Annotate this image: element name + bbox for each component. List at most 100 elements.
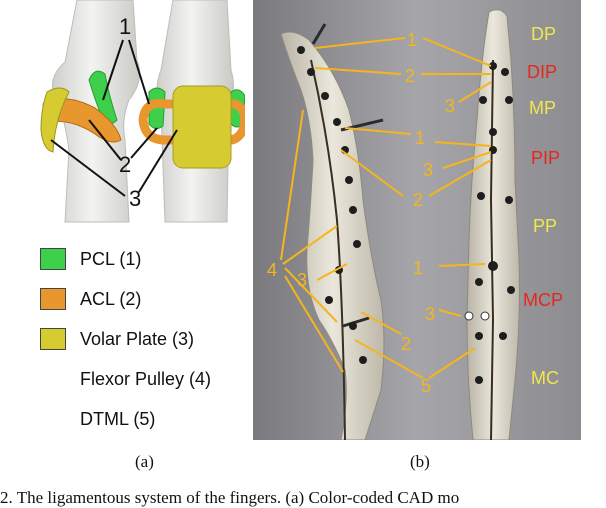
arrow-2c: [360, 311, 402, 335]
arrow-1c: [438, 263, 486, 267]
volar-plate-left: [40, 87, 70, 153]
leader-3a: [50, 139, 126, 197]
bolt: [507, 286, 515, 294]
bolt: [479, 96, 487, 104]
annotation-3: 3: [297, 270, 307, 290]
acl-swatch: [40, 288, 66, 310]
segment-label-mp: MP: [529, 98, 556, 118]
annotation-1: 1: [407, 30, 417, 50]
segment-label-pip: PIP: [531, 148, 560, 168]
callout-1: 1: [119, 14, 131, 39]
annotation-1: 1: [415, 128, 425, 148]
bolt: [488, 261, 498, 271]
arrow-4a: [280, 109, 304, 261]
bolt: [475, 278, 483, 286]
annotation-1: 1: [413, 258, 423, 278]
bolt: [333, 118, 341, 126]
arrow-2b: [340, 149, 404, 197]
callout-2: 2: [119, 152, 131, 177]
legend-item-volar-plate: Volar Plate (3): [40, 324, 194, 354]
bolt: [307, 68, 315, 76]
bolt: [349, 322, 357, 330]
figure-caption: 2. The ligamentous system of the fingers…: [0, 488, 460, 507]
legend-item-pcl: PCL (1): [40, 244, 141, 274]
arrow-2b-right: [428, 159, 492, 197]
arrow-3d: [438, 309, 462, 317]
annotation-2: 2: [401, 334, 411, 354]
arrow-5b: [428, 347, 476, 379]
annotation-2: 2: [405, 66, 415, 86]
legend-label: Flexor Pulley (4): [80, 368, 212, 389]
legend-item-dtml: DTML (5): [80, 404, 155, 434]
bolt: [489, 62, 497, 70]
arrow-2a: [314, 67, 402, 75]
segment-label-dip: DIP: [527, 62, 557, 82]
arrow-1b-right: [434, 141, 492, 147]
bolt: [321, 92, 329, 100]
panel-b-photo: 1 2 3 1 3 2 4 3 1 3 2 5 DP DIP MP PIP PP…: [253, 0, 581, 440]
bolt: [475, 376, 483, 384]
bolt: [325, 296, 333, 304]
segment-label-dp: DP: [531, 24, 556, 44]
tendon-left: [310, 59, 346, 440]
legend-label: Volar Plate (3): [80, 328, 195, 349]
volar-plate-right: [172, 85, 232, 169]
leader-2b: [130, 127, 158, 159]
arrow-4d: [284, 275, 344, 373]
acl-ligament-right: [138, 98, 245, 145]
left-finger: [280, 31, 385, 440]
arrow-3b: [442, 151, 492, 169]
rod: [311, 23, 327, 45]
annotation-3: 3: [425, 304, 435, 324]
leader-1b: [128, 39, 150, 105]
bolt: [505, 196, 513, 204]
segment-label-pp: PP: [533, 216, 557, 236]
annotation-3: 3: [445, 96, 455, 116]
leader-1a: [102, 39, 124, 101]
bolt: [505, 96, 513, 104]
annotation-4: 4: [267, 260, 277, 280]
bolt: [297, 46, 305, 54]
arrow-1b: [344, 127, 412, 135]
pcl-swatch: [40, 248, 66, 270]
rod: [342, 316, 370, 328]
bolt: [345, 176, 353, 184]
bolt: [349, 206, 357, 214]
callout-3: 3: [129, 186, 141, 211]
legend-label: PCL (1): [80, 248, 142, 269]
arrow-1a-right: [422, 37, 492, 67]
bolt: [359, 356, 367, 364]
bolt: [489, 128, 497, 136]
white-bolt: [480, 311, 490, 321]
bolt: [499, 332, 507, 340]
bolt: [477, 192, 485, 200]
segment-label-mc: MC: [531, 368, 559, 388]
annotation-5: 5: [421, 376, 431, 396]
acl-ligament-left: [42, 98, 122, 143]
sublabel-a: (a): [135, 452, 154, 471]
white-bolt: [464, 311, 474, 321]
panel-a: 1 2 3 PCL (1) ACL (2) Volar Plate (3) Fl…: [0, 0, 250, 440]
leader-3b: [138, 129, 178, 193]
sublabel-b: (b): [410, 452, 430, 471]
arrow-1a: [314, 37, 406, 49]
arrow-4b: [282, 225, 338, 265]
arrow-3a: [458, 81, 492, 103]
segment-label-mcp: MCP: [523, 290, 563, 310]
bolt: [501, 68, 509, 76]
arrow-4c: [284, 267, 338, 323]
legend-item-flexor-pulley: Flexor Pulley (4): [80, 364, 211, 394]
annotation-2: 2: [413, 190, 423, 210]
leader-2a: [88, 119, 122, 161]
bolt: [353, 240, 361, 248]
bolt: [475, 332, 483, 340]
volar-plate-swatch: [40, 328, 66, 350]
cad-model-image: 1 2 3: [40, 0, 245, 223]
legend-label: ACL (2): [80, 288, 142, 309]
legend-label: DTML (5): [80, 408, 156, 429]
legend-item-acl: ACL (2): [40, 284, 141, 314]
finger-photo-image: 1 2 3 1 3 2 4 3 1 3 2 5 DP DIP MP PIP PP…: [253, 0, 581, 440]
pcl-ligament-right: [148, 87, 166, 130]
arrow-3c: [316, 263, 348, 281]
arrow-5a: [354, 339, 424, 379]
